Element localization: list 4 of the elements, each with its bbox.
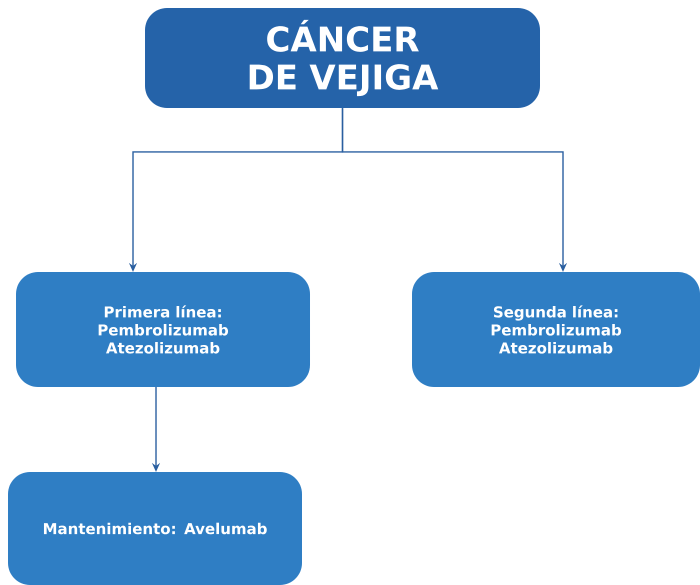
- process-box: Mantenimiento: Avelumab: [8, 472, 302, 585]
- title-box: CÁNCER DE VEJIGA: [145, 8, 540, 108]
- process-box: Primera línea: Pembrolizumab Atezolizumab: [16, 272, 310, 387]
- process-box: Segunda línea: Pembrolizumab Atezolizumab: [412, 272, 700, 387]
